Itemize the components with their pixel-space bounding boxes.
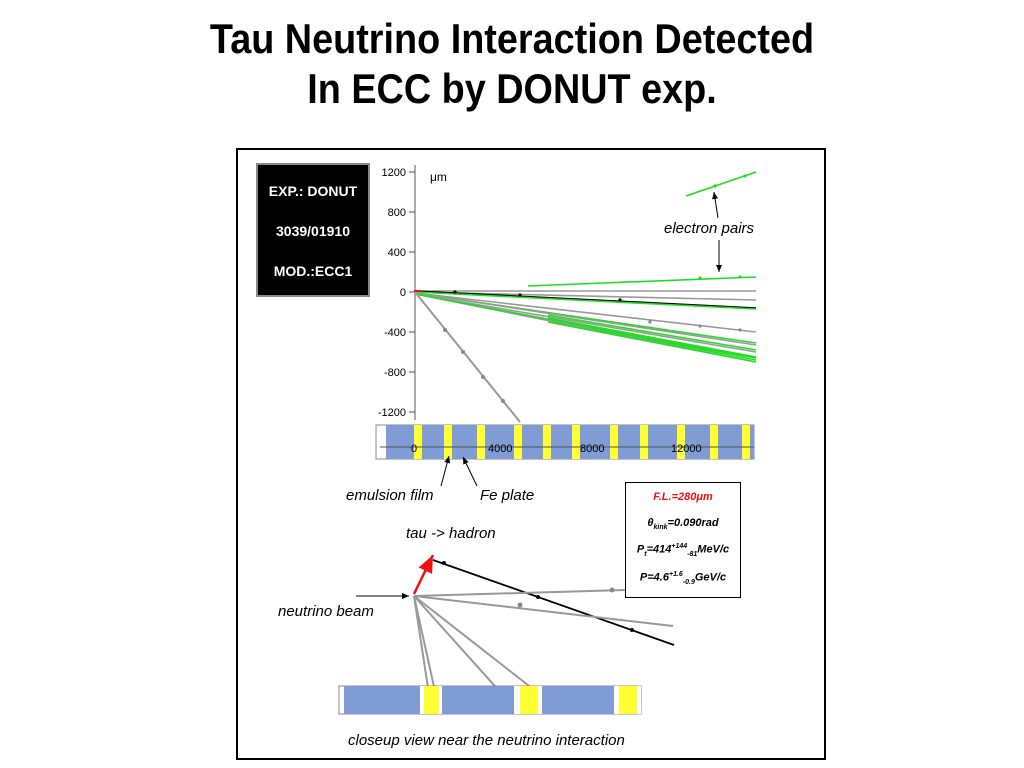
- kinematics-info-box: F.L.=280μm θkink=0.090rad Pt=414+144-81M…: [625, 482, 741, 598]
- title-line-2: In ECC by DONUT exp.: [307, 65, 717, 112]
- closeup-caption: closeup view near the neutrino interacti…: [348, 732, 625, 749]
- title-line-1: Tau Neutrino Interaction Detected: [209, 15, 815, 62]
- tau-hadron-label: tau -> hadron: [406, 525, 496, 542]
- module-label: MOD.:ECC1: [273, 263, 353, 279]
- experiment-id-box: EXP.: DONUT 3039/01910 MOD.:ECC1: [256, 163, 370, 297]
- event-label: 3039/01910: [276, 223, 350, 239]
- transverse-momentum: Pt=414+144-81MeV/c: [636, 543, 730, 558]
- momentum: P=4.6+1.6-0.9GeV/c: [639, 571, 727, 586]
- neutrino-beam-label: neutrino beam: [278, 603, 374, 620]
- page-title: Tau Neutrino Interaction Detected In ECC…: [51, 14, 973, 114]
- exp-label: EXP.: DONUT: [268, 183, 358, 199]
- fe-plate-label: Fe plate: [480, 487, 535, 504]
- electron-pairs-label: electron pairs: [664, 220, 755, 237]
- emulsion-film-label: emulsion film: [346, 487, 434, 504]
- kink-angle: θkink=0.090rad: [647, 517, 719, 532]
- flight-length: F.L.=280μm: [653, 491, 713, 503]
